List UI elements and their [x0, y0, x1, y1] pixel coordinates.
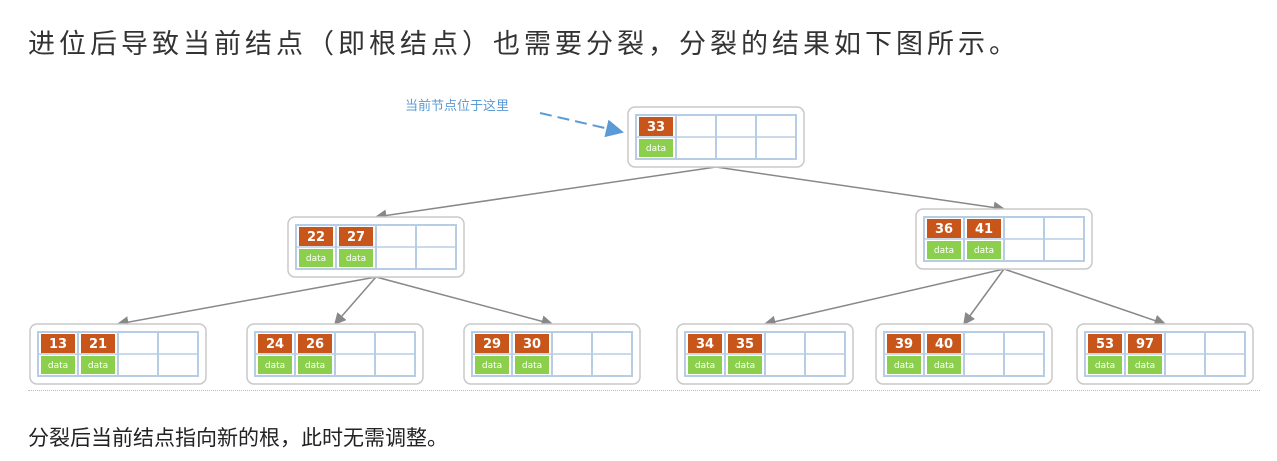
- key-cell: [339, 227, 373, 246]
- heading-text: 进位后导致当前结点（即根结点）也需要分裂，分裂的结果如下图所示。: [28, 29, 1020, 60]
- node-leaf-5: 39 data 40 data: [875, 323, 1053, 385]
- data-label: data: [1095, 361, 1115, 371]
- data-label: data: [482, 361, 502, 371]
- tree-edge: [375, 276, 554, 328]
- data-label: data: [735, 361, 755, 371]
- data-label: data: [48, 361, 68, 371]
- annotation-arrow: [539, 112, 624, 138]
- annotation-label: 当前节点位于这里: [405, 98, 509, 114]
- key-cell: [927, 334, 961, 353]
- data-cell: [299, 249, 333, 267]
- key-label: 41: [975, 222, 993, 237]
- btree-diagram: 33 data 22 data 27 data 36 data 41 data 13 data 21 da…: [29, 98, 1254, 385]
- key-label: 36: [935, 222, 953, 237]
- tree-edge: [116, 276, 377, 329]
- key-label: 29: [483, 337, 501, 352]
- key-label: 22: [307, 230, 325, 245]
- key-label: 26: [306, 337, 324, 352]
- key-label: 27: [347, 230, 365, 245]
- current-node-annotation: 当前节点位于这里: [405, 98, 624, 138]
- data-cell: [41, 356, 75, 374]
- key-label: 24: [266, 337, 284, 352]
- key-cell: [515, 334, 549, 353]
- data-cell: [475, 356, 509, 374]
- tree-edge: [334, 276, 377, 326]
- data-label: data: [265, 361, 285, 371]
- divider: [28, 390, 1260, 391]
- data-cell: [927, 356, 961, 374]
- data-cell: [515, 356, 549, 374]
- tree-edge: [715, 166, 1006, 214]
- data-cell: [728, 356, 762, 374]
- tree-nodes: 33 data 22 data 27 data 36 data 41 data 13 data 21 da…: [29, 106, 1254, 385]
- data-cell: [688, 356, 722, 374]
- key-label: 97: [1136, 337, 1154, 352]
- caption-text: 分裂后当前结点指向新的根，此时无需调整。: [28, 426, 448, 450]
- key-cell: [688, 334, 722, 353]
- data-cell: [639, 139, 673, 157]
- node-leaf-3: 29 data 30 data: [463, 323, 641, 385]
- data-cell: [258, 356, 292, 374]
- data-cell: [1088, 356, 1122, 374]
- node-left: 22 data 27 data: [287, 216, 465, 278]
- data-label: data: [305, 361, 325, 371]
- data-label: data: [522, 361, 542, 371]
- data-cell: [298, 356, 332, 374]
- tree-edge: [763, 268, 1005, 328]
- key-label: 53: [1096, 337, 1114, 352]
- data-cell: [927, 241, 961, 259]
- node-leaf-1: 13 data 21 data: [29, 323, 207, 385]
- key-cell: [1128, 334, 1162, 353]
- node-leaf-4: 34 data 35 data: [676, 323, 854, 385]
- key-cell: [298, 334, 332, 353]
- data-label: data: [934, 361, 954, 371]
- data-label: data: [934, 246, 954, 256]
- key-cell: [475, 334, 509, 353]
- data-cell: [967, 241, 1001, 259]
- key-cell: [728, 334, 762, 353]
- key-label: 39: [895, 337, 913, 352]
- data-label: data: [1135, 361, 1155, 371]
- data-cell: [887, 356, 921, 374]
- node-right: 36 data 41 data: [915, 208, 1093, 270]
- data-label: data: [974, 246, 994, 256]
- tree-edge: [963, 268, 1005, 326]
- key-label: 30: [523, 337, 541, 352]
- key-cell: [41, 334, 75, 353]
- key-label: 21: [89, 337, 107, 352]
- node-leaf-6: 53 data 97 data: [1076, 323, 1254, 385]
- tree-edges: [116, 166, 1167, 329]
- key-cell: [887, 334, 921, 353]
- key-cell: [299, 227, 333, 246]
- data-label: data: [88, 361, 108, 371]
- key-label: 35: [736, 337, 754, 352]
- node-leaf-2: 24 data 26 data: [246, 323, 424, 385]
- node-root: 33 data: [627, 106, 805, 168]
- key-cell: [81, 334, 115, 353]
- key-label: 34: [696, 337, 714, 352]
- tree-edge: [374, 166, 717, 222]
- key-cell: [1088, 334, 1122, 353]
- key-cell: [639, 117, 673, 136]
- data-label: data: [306, 254, 326, 264]
- key-label: 33: [647, 120, 665, 135]
- data-label: data: [646, 144, 666, 154]
- data-cell: [1128, 356, 1162, 374]
- key-label: 40: [935, 337, 953, 352]
- tree-edge: [1003, 268, 1167, 327]
- key-cell: [967, 219, 1001, 238]
- key-cell: [927, 219, 961, 238]
- data-label: data: [894, 361, 914, 371]
- data-cell: [339, 249, 373, 267]
- data-label: data: [346, 254, 366, 264]
- key-cell: [258, 334, 292, 353]
- data-cell: [81, 356, 115, 374]
- data-label: data: [695, 361, 715, 371]
- key-label: 13: [49, 337, 67, 352]
